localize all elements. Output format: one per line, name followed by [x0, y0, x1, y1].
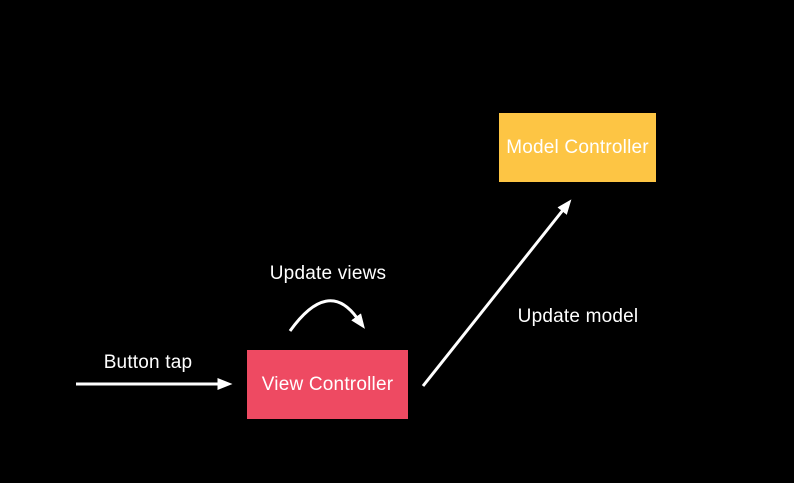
update-model-arrow	[421, 199, 572, 387]
node-view-controller-label: View Controller	[261, 373, 394, 395]
node-model-controller-label: Model Controller	[506, 136, 649, 158]
node-view-controller: View Controller	[247, 350, 408, 419]
button-tap-label: Button tap	[103, 352, 193, 373]
node-model-controller: Model Controller	[499, 113, 656, 182]
update-model-label: Update model	[517, 306, 639, 327]
update-views-label: Update views	[269, 263, 387, 284]
update-views-arrow	[288, 299, 365, 332]
